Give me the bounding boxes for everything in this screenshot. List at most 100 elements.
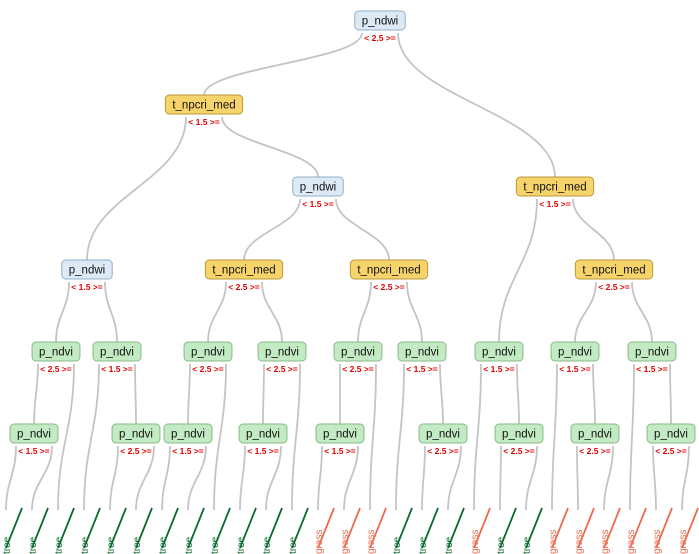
node-label: p_ndvi bbox=[265, 347, 299, 359]
edge-right bbox=[31, 445, 53, 511]
edge-left bbox=[86, 116, 187, 261]
node-box bbox=[515, 176, 595, 197]
edge-left bbox=[203, 32, 363, 96]
split-condition: < 1.5 >= bbox=[406, 364, 437, 374]
leaf-marker bbox=[369, 507, 387, 549]
split-condition: < 2.5 >= bbox=[655, 446, 686, 456]
edge-left bbox=[109, 445, 119, 511]
split-condition: < 1.5 >= bbox=[188, 117, 219, 127]
split-condition: < 2.5 >= bbox=[598, 282, 629, 292]
edge-left bbox=[395, 363, 405, 511]
tree-node-p-ndvi: p_ndvi< 2.5 >= bbox=[333, 341, 383, 374]
leaf-marker bbox=[213, 507, 231, 549]
edge-right bbox=[525, 445, 538, 511]
tree-node-p-ndwi: p_ndwi< 2.5 >= bbox=[354, 10, 406, 43]
node-box bbox=[627, 341, 677, 362]
leaf-label: tree bbox=[522, 536, 533, 554]
leaf-label: tree bbox=[496, 536, 507, 554]
edge-right bbox=[335, 198, 390, 261]
leaf-grass: grass bbox=[314, 507, 335, 554]
edge-right bbox=[592, 363, 596, 425]
node-box bbox=[9, 423, 59, 444]
split-condition: < 1.5 >= bbox=[302, 199, 333, 209]
node-label: p_ndvi bbox=[482, 347, 516, 359]
leaf-marker bbox=[239, 507, 257, 549]
split-condition: < 2.5 >= bbox=[364, 33, 395, 43]
node-box bbox=[570, 423, 620, 444]
leaf-label: tree bbox=[80, 536, 91, 554]
edge-left bbox=[357, 281, 372, 343]
node-label: p_ndvi bbox=[578, 429, 612, 441]
edge-right bbox=[631, 281, 653, 343]
leaf-label: tree bbox=[132, 536, 143, 554]
node-label: t_npcri_med bbox=[523, 182, 586, 194]
tree-node-p-ndwi: p_ndwi< 1.5 >= bbox=[292, 176, 344, 209]
split-condition: < 1.5 >= bbox=[483, 364, 514, 374]
split-condition: < 2.5 >= bbox=[192, 364, 223, 374]
edge-left bbox=[574, 281, 597, 343]
edge-left bbox=[161, 445, 171, 511]
tree-node-p-ndvi: p_ndvi< 2.5 >= bbox=[646, 423, 696, 456]
tree-node-p-ndvi: p_ndvi< 1.5 >= bbox=[163, 423, 213, 456]
tree-node-p-ndvi: p_ndvi< 1.5 >= bbox=[397, 341, 447, 374]
leaf-marker bbox=[161, 507, 179, 549]
tree-node-p-ndvi: p_ndvi< 1.5 >= bbox=[550, 341, 600, 374]
leaf-tree: tree bbox=[106, 507, 127, 554]
node-box bbox=[474, 341, 524, 362]
leaf-marker bbox=[31, 507, 49, 549]
edge-right bbox=[516, 363, 520, 425]
leaf-tree: tree bbox=[522, 507, 543, 554]
leaf-grass: grass bbox=[470, 507, 491, 554]
leaf-tree: tree bbox=[184, 507, 205, 554]
leaf-marker bbox=[499, 507, 517, 549]
node-box bbox=[418, 423, 468, 444]
edge-left bbox=[5, 445, 17, 511]
split-condition: < 1.5 >= bbox=[71, 282, 102, 292]
node-label: t_npcri_med bbox=[212, 265, 275, 277]
node-box bbox=[111, 423, 161, 444]
node-label: p_ndwi bbox=[69, 265, 105, 277]
edge-left bbox=[262, 363, 265, 425]
split-condition: < 2.5 >= bbox=[579, 446, 610, 456]
edge-left bbox=[498, 198, 538, 343]
leaf-marker bbox=[577, 507, 595, 549]
leaf-tree: tree bbox=[418, 507, 439, 554]
leaf-tree: tree bbox=[158, 507, 179, 554]
split-condition: < 2.5 >= bbox=[427, 446, 458, 456]
edge-right bbox=[343, 445, 359, 511]
node-box bbox=[61, 259, 113, 280]
leaf-tree: tree bbox=[288, 507, 309, 554]
node-box bbox=[257, 341, 307, 362]
leaf-marker bbox=[317, 507, 335, 549]
edge-left bbox=[652, 445, 657, 511]
leaf-label: grass bbox=[678, 530, 689, 554]
node-label: p_ndvi bbox=[323, 429, 357, 441]
leaf-grass: grass bbox=[626, 507, 647, 554]
split-condition: < 1.5 >= bbox=[559, 364, 590, 374]
leaf-marker bbox=[57, 507, 75, 549]
node-box bbox=[550, 341, 600, 362]
leaf-tree: tree bbox=[28, 507, 49, 554]
edge-left bbox=[551, 363, 558, 511]
leaf-marker bbox=[655, 507, 673, 549]
leaf-label: tree bbox=[262, 536, 273, 554]
node-label: p_ndvi bbox=[191, 347, 225, 359]
node-box bbox=[31, 341, 81, 362]
leaf-label: tree bbox=[158, 536, 169, 554]
leaf-marker bbox=[681, 507, 699, 549]
node-box bbox=[354, 10, 406, 31]
edge-right bbox=[213, 363, 227, 511]
leaf-label: tree bbox=[54, 536, 65, 554]
leaf-label: tree bbox=[2, 536, 13, 554]
leaf-marker bbox=[421, 507, 439, 549]
tree-nodes: p_ndwi< 2.5 >=t_npcri_med< 1.5 >=p_ndwi<… bbox=[9, 10, 696, 456]
split-condition: < 2.5 >= bbox=[342, 364, 373, 374]
node-box bbox=[204, 259, 284, 280]
edge-left bbox=[207, 281, 227, 343]
node-label: p_ndvi bbox=[17, 429, 51, 441]
leaf-label: grass bbox=[600, 530, 611, 554]
edge-left bbox=[576, 445, 579, 511]
node-label: t_npcri_med bbox=[172, 100, 235, 112]
leaf-marker bbox=[395, 507, 413, 549]
